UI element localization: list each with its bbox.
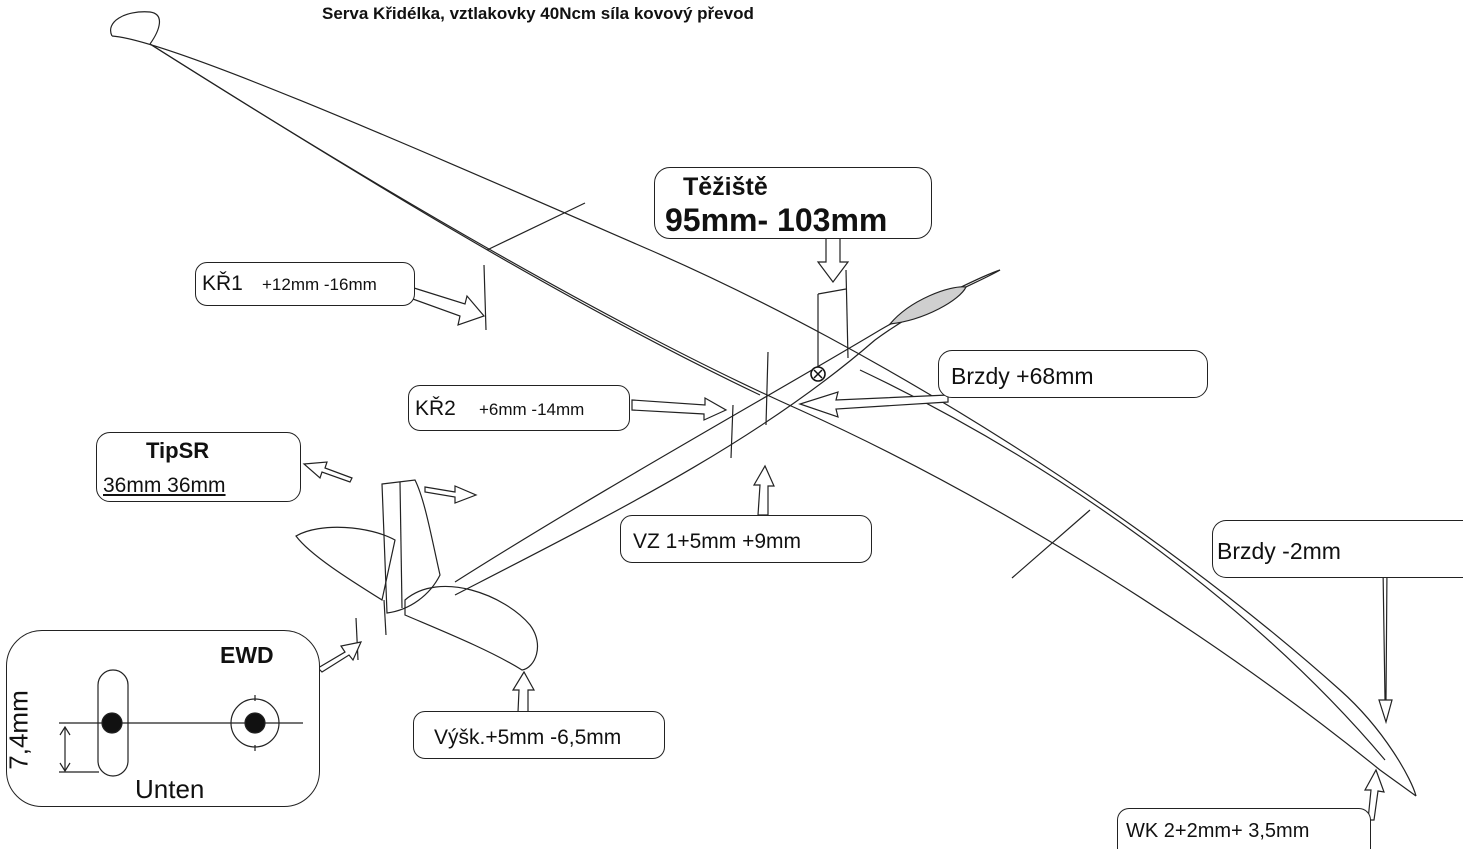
kr1-range: +12mm -16mm bbox=[262, 275, 377, 294]
cg-title: Těžiště bbox=[683, 173, 768, 201]
arrow-vysk bbox=[511, 670, 536, 713]
brzdy-positive-callout: Brzdy +68mm bbox=[938, 350, 1208, 398]
datum-line-5 bbox=[730, 404, 734, 459]
canopy bbox=[888, 286, 967, 325]
brzdy-negative-label: Brzdy -2mm bbox=[1217, 538, 1341, 564]
arrow-cg bbox=[816, 234, 850, 283]
tipsr-callout: TipSR 36mm 36mm bbox=[96, 432, 301, 502]
cg-callout: Těžiště 95mm- 103mm bbox=[654, 167, 932, 239]
kr1-name: KŘ1 bbox=[202, 272, 243, 295]
brzdy-positive-label: Brzdy +68mm bbox=[951, 363, 1094, 389]
wing-trailing-edge bbox=[149, 43, 1417, 797]
cg-value: 95mm- 103mm bbox=[665, 202, 888, 238]
hinge-line-right bbox=[859, 369, 1386, 761]
arrow-tipsr-left bbox=[302, 461, 353, 483]
vz1-callout: VZ 1+5mm +9mm bbox=[620, 515, 872, 563]
datum-line-1 bbox=[845, 269, 849, 359]
wk2-callout: WK 2+2mm+ 3,5mm bbox=[1117, 808, 1371, 849]
kr1-callout: KŘ1 +12mm -16mm bbox=[195, 262, 415, 306]
datum-line-7 bbox=[355, 617, 359, 661]
ewd-title: EWD bbox=[220, 642, 274, 668]
datum-line-2 bbox=[817, 288, 847, 295]
vysk-callout: Výšk.+5mm -6,5mm bbox=[413, 711, 665, 759]
fin bbox=[381, 479, 441, 614]
rudder-hinge bbox=[399, 481, 403, 609]
hinge-line-left bbox=[149, 43, 761, 396]
arrow-ewd bbox=[317, 641, 363, 673]
arrow-brzdy2 bbox=[1378, 567, 1393, 725]
kr2-callout: KŘ2 +6mm -14mm bbox=[408, 385, 630, 431]
panel-break-right bbox=[1011, 509, 1091, 579]
arrow-kr1 bbox=[409, 287, 486, 326]
servo-note: Serva Křidélka, vztlakovky 40Ncm síla ko… bbox=[322, 4, 754, 23]
datum-line-4 bbox=[765, 351, 769, 426]
stabilizer-left bbox=[295, 526, 396, 601]
vysk-label: Výšk.+5mm -6,5mm bbox=[434, 726, 622, 749]
tipsr-title: TipSR bbox=[146, 438, 210, 463]
arrow-kr2 bbox=[631, 396, 728, 421]
panel-break-left bbox=[486, 202, 586, 251]
vz1-label: VZ 1+5mm +9mm bbox=[633, 530, 802, 553]
ewd-dimension: 7,4mm bbox=[6, 690, 34, 770]
wing-leading-edge bbox=[111, 35, 1417, 797]
kr2-name: KŘ2 bbox=[415, 397, 456, 420]
ewd-position: Unten bbox=[135, 774, 205, 804]
datum-line-6 bbox=[483, 264, 487, 331]
wk2-label: WK 2+2mm+ 3,5mm bbox=[1126, 820, 1310, 842]
left-wing-tip bbox=[110, 11, 160, 45]
arrow-vz1 bbox=[752, 464, 775, 516]
tipsr-values: 36mm 36mm bbox=[103, 474, 226, 497]
stabilizer-right bbox=[404, 585, 539, 671]
arrow-wk2 bbox=[1363, 768, 1385, 821]
ewd-callout: EWD 7,4mm Unten bbox=[6, 630, 320, 807]
arrow-tipsr-right bbox=[424, 485, 478, 504]
kr2-range: +6mm -14mm bbox=[479, 400, 585, 419]
brzdy-negative-callout: Brzdy -2mm bbox=[1212, 520, 1463, 578]
datum-line-8 bbox=[383, 599, 387, 636]
ewd-gauge-drawing bbox=[59, 669, 303, 777]
arrow-brzdy1 bbox=[798, 391, 949, 418]
